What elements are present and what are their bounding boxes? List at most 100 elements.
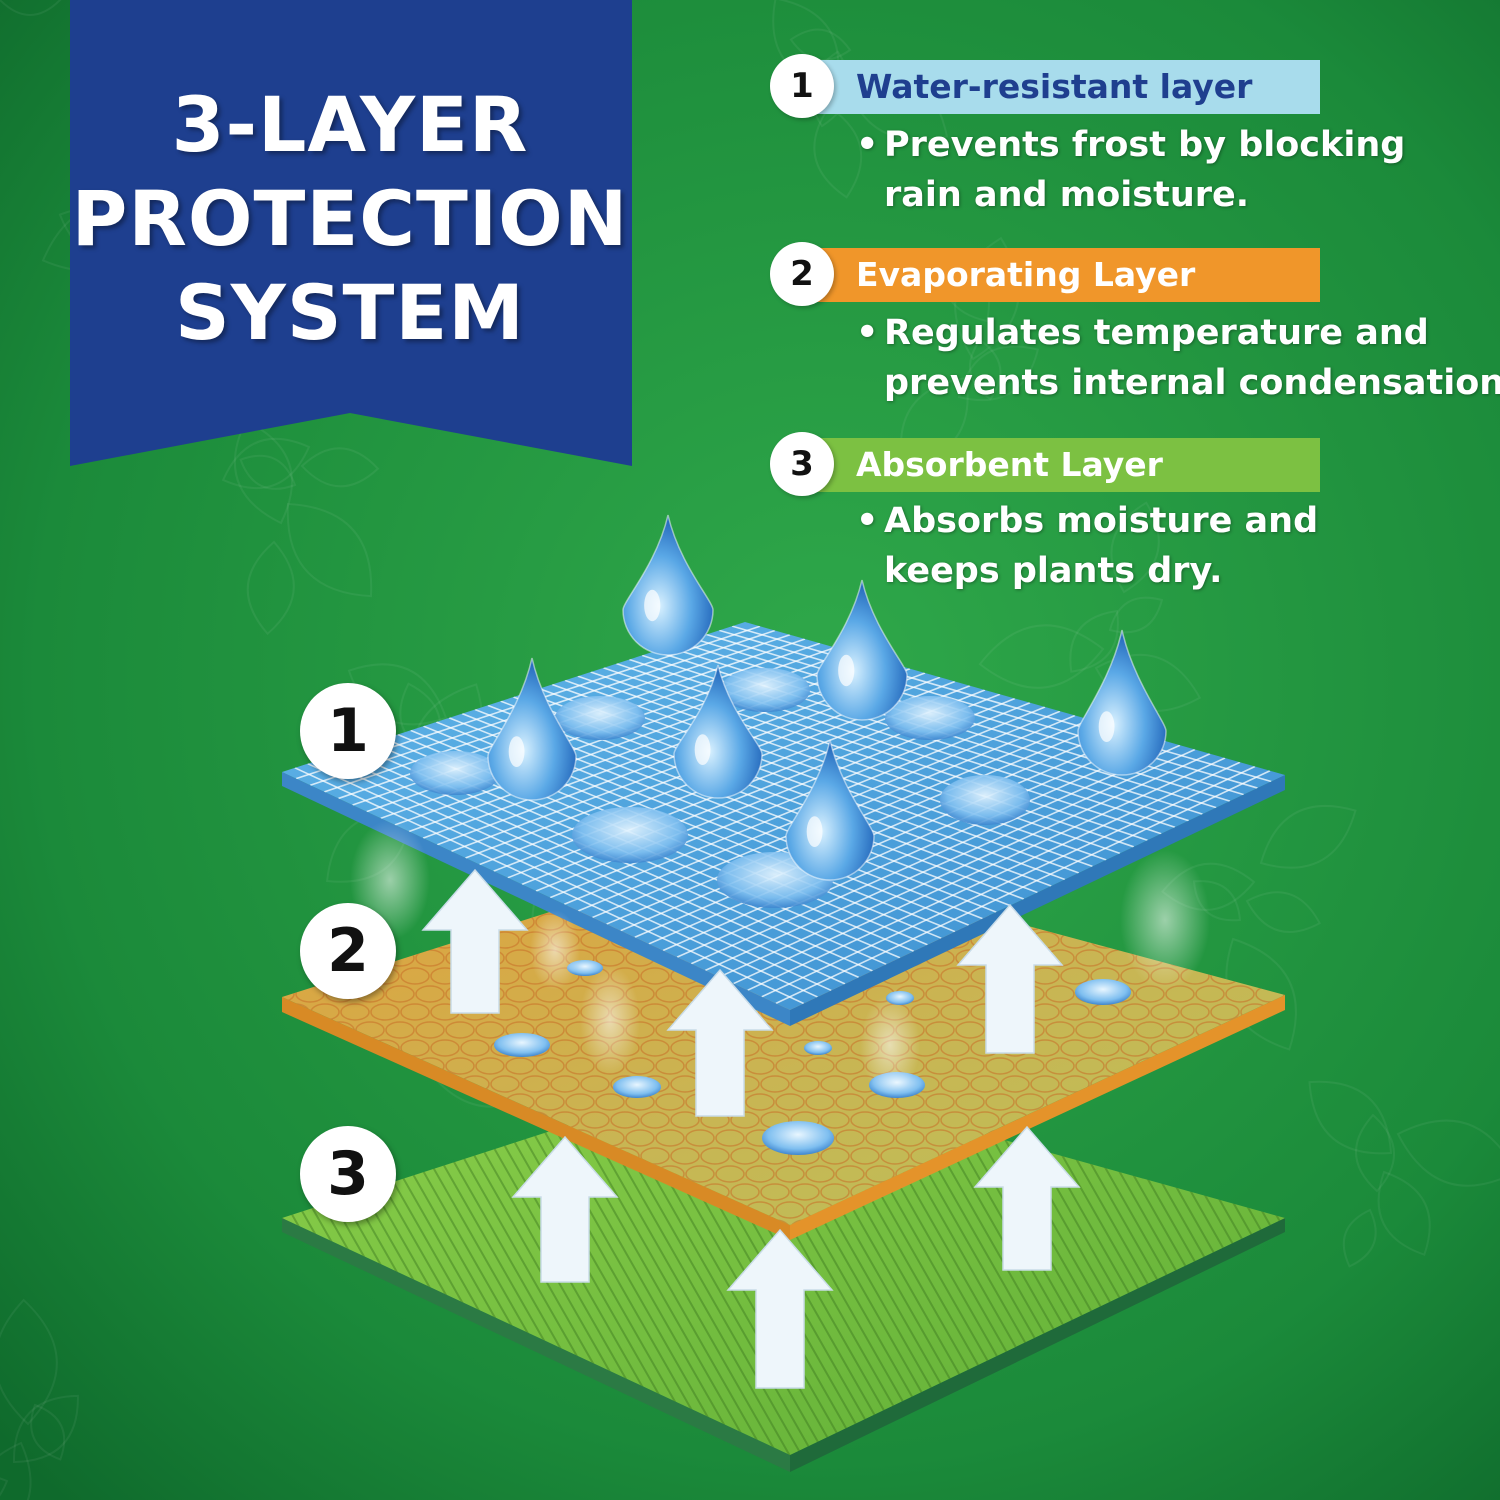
cell	[820, 1111, 850, 1129]
cell	[400, 967, 430, 985]
cell	[385, 1021, 415, 1039]
cell	[445, 1021, 475, 1039]
cell	[745, 1165, 775, 1183]
cell	[790, 1075, 820, 1093]
water-puddle	[885, 696, 975, 740]
grid-line	[731, 625, 1272, 783]
leaf-pattern	[978, 624, 1105, 689]
cell	[640, 967, 670, 985]
cell	[925, 1057, 955, 1075]
water-drop-icon	[673, 664, 763, 799]
steam-icon	[580, 965, 640, 1075]
cell	[865, 1129, 895, 1147]
cell	[505, 1057, 535, 1075]
cell	[760, 1039, 790, 1057]
cell	[535, 1021, 565, 1039]
leaf-pattern	[1259, 805, 1357, 869]
leaf-pattern	[1355, 1113, 1395, 1193]
cell	[580, 1111, 610, 1129]
cell	[640, 1111, 670, 1129]
water-puddle	[410, 751, 500, 795]
cell	[1045, 985, 1075, 1003]
leaf-pattern	[300, 447, 380, 488]
cell	[282, 985, 295, 1003]
cell	[895, 1129, 925, 1147]
cell	[685, 1165, 715, 1183]
cell	[715, 1165, 745, 1183]
cell	[490, 1075, 520, 1093]
cell	[775, 1165, 805, 1183]
title-line-3: SYSTEM	[175, 268, 525, 357]
cell	[475, 1057, 505, 1075]
cell	[640, 1003, 670, 1021]
cell	[730, 1111, 760, 1129]
cell	[385, 985, 415, 1003]
leaf-pattern	[1108, 596, 1164, 634]
water-drop-icon	[785, 739, 875, 881]
cell	[910, 967, 940, 985]
cell	[1015, 1093, 1045, 1111]
cell	[940, 1003, 970, 1021]
leaf-pattern	[1342, 1208, 1377, 1268]
water-drop-icon	[1077, 629, 1167, 776]
leaf-pattern	[0, 1441, 32, 1500]
cell	[700, 1147, 730, 1165]
cell	[805, 1021, 835, 1039]
leaf-pattern	[789, 28, 852, 61]
cell	[745, 1093, 775, 1111]
cell	[955, 1057, 985, 1075]
water-droplet	[494, 1033, 550, 1057]
water-droplet	[804, 1041, 832, 1055]
leaf-pattern	[1069, 609, 1119, 673]
cell	[850, 1147, 880, 1165]
legend-number-badge: 3	[770, 432, 834, 496]
cell	[580, 1075, 610, 1093]
cell	[715, 1129, 745, 1147]
grid-line	[705, 748, 1196, 972]
cell	[955, 985, 985, 1003]
leaf-pattern	[12, 1394, 79, 1464]
cell	[805, 1093, 835, 1111]
cell	[1060, 1039, 1090, 1057]
water-drop-icon	[487, 657, 577, 801]
cell	[340, 1003, 370, 1021]
leaf-pattern	[221, 437, 311, 490]
cell	[955, 1093, 985, 1111]
leaf-pattern	[969, 338, 1002, 401]
water-droplet	[613, 1076, 661, 1098]
cell	[535, 1057, 565, 1075]
cell	[955, 1021, 985, 1039]
cell	[640, 1039, 670, 1057]
cell	[940, 1075, 970, 1093]
cell	[1195, 985, 1225, 1003]
layer-number-badge-2: 2	[300, 903, 396, 999]
cell	[1030, 1075, 1060, 1093]
cell	[970, 1075, 1000, 1093]
drop-highlight	[644, 589, 661, 622]
leaf-pattern	[347, 663, 448, 726]
cell	[1075, 949, 1105, 967]
up-arrow-icon	[726, 1228, 834, 1389]
legend-description-1: •Prevents frost by blocking rain and moi…	[856, 125, 1406, 215]
legend-description-3: •Absorbs moisture and keeps plants dry.	[856, 501, 1319, 591]
cell	[520, 1075, 550, 1093]
cell	[1060, 967, 1090, 985]
cell	[655, 1057, 685, 1075]
cell	[1165, 985, 1195, 1003]
cell	[640, 1147, 670, 1165]
cell	[670, 1147, 700, 1165]
up-arrow-icon	[421, 868, 529, 1014]
cell	[1135, 985, 1165, 1003]
cell	[820, 1183, 850, 1201]
cell	[1015, 1057, 1045, 1075]
grid-line	[706, 633, 1244, 796]
title-line-1: 3-LAYER	[171, 80, 529, 169]
cell	[775, 1093, 805, 1111]
grid-line	[719, 629, 1258, 789]
drop-highlight	[1098, 711, 1115, 742]
cell	[400, 1039, 430, 1057]
cell	[880, 1147, 910, 1165]
cell	[835, 1165, 865, 1183]
cell	[1045, 1021, 1075, 1039]
